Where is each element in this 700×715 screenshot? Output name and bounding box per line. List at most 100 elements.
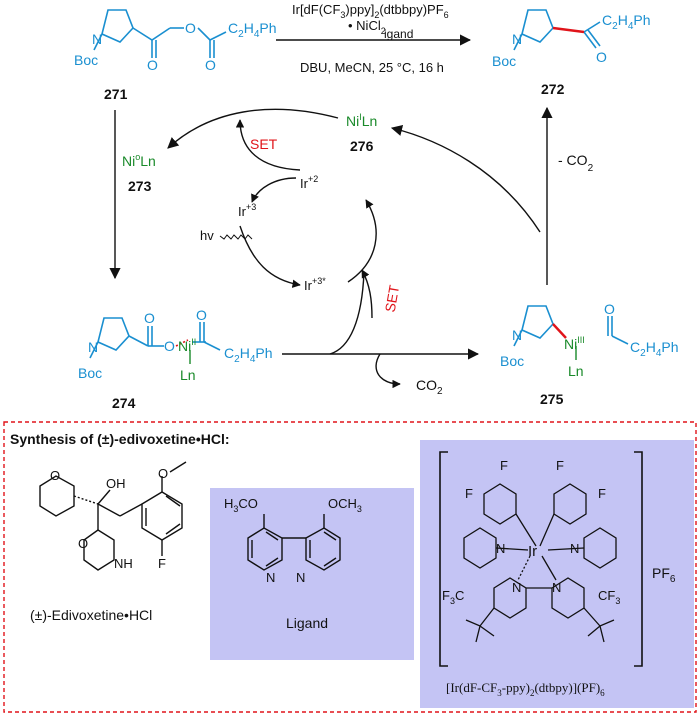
- ir3star-label: Ir+3*: [304, 276, 326, 293]
- arrow-275-to-276: [390, 125, 541, 233]
- compound-272: [513, 9, 601, 51]
- arrow-276-to-273: [167, 108, 339, 149]
- h3co-label: H3CO: [224, 496, 258, 514]
- compound-275: [513, 305, 629, 347]
- ligand-n-left: N: [266, 570, 275, 585]
- compound-275-text: N Boc NiIII O C2H4Ph Ln 275: [500, 301, 679, 407]
- dashed-box: [3, 421, 697, 713]
- ir3-label: Ir+3: [238, 202, 256, 219]
- atom-n-275: N: [512, 327, 522, 343]
- atom-o-carbonyl: O: [147, 57, 158, 73]
- ir-complex-text: F F F F Ir N N N N F3C CF3 PF6 [Ir(dF-CF…: [442, 458, 676, 698]
- nh-group: NH: [114, 556, 133, 571]
- boc-label-275: Boc: [500, 353, 524, 369]
- f-atom-4: F: [598, 486, 606, 501]
- catalyst-text: Ir[dF(CF3)ppy]2(dtbbpy)PF6: [292, 2, 449, 20]
- atom-n-274: N: [88, 339, 98, 355]
- atom-o-274c: O: [196, 307, 207, 323]
- ir-complex-brackets: [439, 451, 643, 667]
- compound-272-text: N Boc O C2H4Ph 272: [492, 12, 651, 97]
- complex-caption: [Ir(dF-CF3-ppy)2(dtbpy)](PF)6: [446, 680, 605, 698]
- ir-complex-structure: [463, 483, 617, 643]
- atom-o-274a: O: [144, 310, 155, 326]
- compound-274: [89, 317, 221, 359]
- chain-label: C2H4Ph: [228, 20, 277, 40]
- chain-label-272: C2H4Ph: [602, 12, 651, 32]
- compound-271: [93, 9, 227, 58]
- ir-center: Ir: [528, 543, 537, 560]
- nicl2-text: • NiCl2: [348, 18, 386, 36]
- hv-label: hv: [200, 228, 214, 243]
- atom-o-272: O: [596, 49, 607, 65]
- cf3-right: CF3: [598, 588, 620, 606]
- co2-loss-label: - CO2: [558, 152, 594, 174]
- ligand-n-right: N: [296, 570, 305, 585]
- chain-label-274: C2H4Ph: [224, 345, 273, 365]
- conditions: Ir[dF(CF3)ppy]2(dtbbpy)PF6 • NiCl2 igand…: [292, 2, 449, 75]
- edivoxetine-structure: [39, 461, 187, 571]
- boc-label-272: Boc: [492, 53, 516, 69]
- co2-label: CO2: [416, 377, 443, 397]
- ir2-label: Ir+2: [300, 174, 318, 191]
- new-bond-272: [552, 26, 585, 34]
- boc-label-274: Boc: [78, 365, 102, 381]
- boc-label: Boc: [74, 52, 98, 68]
- arrow-ir3star-to-ir2: [347, 199, 377, 283]
- label-272: 272: [541, 81, 565, 97]
- ln-label-274: Ln: [180, 367, 196, 383]
- pf6-label: PF6: [652, 565, 676, 585]
- f-atom-2: F: [500, 458, 508, 473]
- atom-o-carbonyl2: O: [205, 57, 216, 73]
- och3-label: OCH3: [328, 496, 362, 514]
- atom-n-272: N: [512, 31, 522, 47]
- ln-label-275: Ln: [568, 363, 584, 379]
- n-atom-2: N: [570, 541, 579, 556]
- atom-o-274b: O: [164, 338, 175, 354]
- arrow-ir2-to-ir3: [251, 177, 297, 203]
- arrow-ir3-to-ir3star: [239, 225, 301, 288]
- n-atom-1: N: [496, 541, 505, 556]
- n-atom-3: N: [512, 580, 521, 595]
- edivoxetine-text: O OH O O NH F (±)-Edivoxetine•HCl: [30, 466, 168, 623]
- set-label-1: SET: [250, 136, 278, 152]
- branch-to-ir3star: [329, 271, 365, 355]
- ni1-label: NiILn: [346, 112, 377, 129]
- oh-group: OH: [106, 476, 126, 491]
- box-title: Synthesis of (±)-edivoxetine•HCl:: [10, 431, 230, 447]
- cf3-left: F3C: [442, 588, 464, 606]
- ligand-caption: Ligand: [286, 615, 328, 631]
- set-arrow-1: [235, 119, 301, 171]
- ni2-label: NiII: [178, 337, 196, 354]
- label-275: 275: [540, 391, 564, 407]
- label-276: 276: [350, 138, 374, 154]
- co2-release-arrow: [375, 353, 401, 389]
- thp-o-atom: O: [50, 468, 60, 483]
- ni3-label: NiIII: [564, 335, 585, 352]
- label-271: 271: [104, 86, 128, 102]
- label-274: 274: [112, 395, 136, 411]
- ligand-structure: [247, 514, 341, 571]
- atom-n: N: [92, 31, 102, 47]
- ligand-panel: [210, 488, 414, 660]
- aryl-f-atom: F: [158, 556, 166, 571]
- ligand-text: igand: [384, 27, 413, 41]
- atom-o-ester: O: [185, 20, 196, 36]
- compound-274-text: N Boc O O NiII O C2H4Ph Ln 274: [78, 307, 273, 411]
- n-atom-4: N: [552, 580, 561, 595]
- c-ni-bond-275: [552, 323, 567, 339]
- compound-271-text: N Boc O O O C2H4Ph 271: [74, 20, 277, 102]
- morpholine-o-atom: O: [78, 536, 88, 551]
- chain-label-275: C2H4Ph: [630, 339, 679, 359]
- f-atom-1: F: [465, 486, 473, 501]
- label-273: 273: [128, 178, 152, 194]
- conditions-text: DBU, MeCN, 25 °C, 16 h: [300, 60, 444, 75]
- ir-complex-panel: [420, 440, 694, 708]
- set-label-2: SET: [382, 283, 403, 313]
- atom-o-275: O: [604, 301, 615, 317]
- ni0-label: NioLn: [122, 152, 156, 169]
- ligand-text: H3CO OCH3 N N Ligand: [224, 496, 362, 631]
- f-atom-3: F: [556, 458, 564, 473]
- hv-wave-icon: [219, 234, 253, 240]
